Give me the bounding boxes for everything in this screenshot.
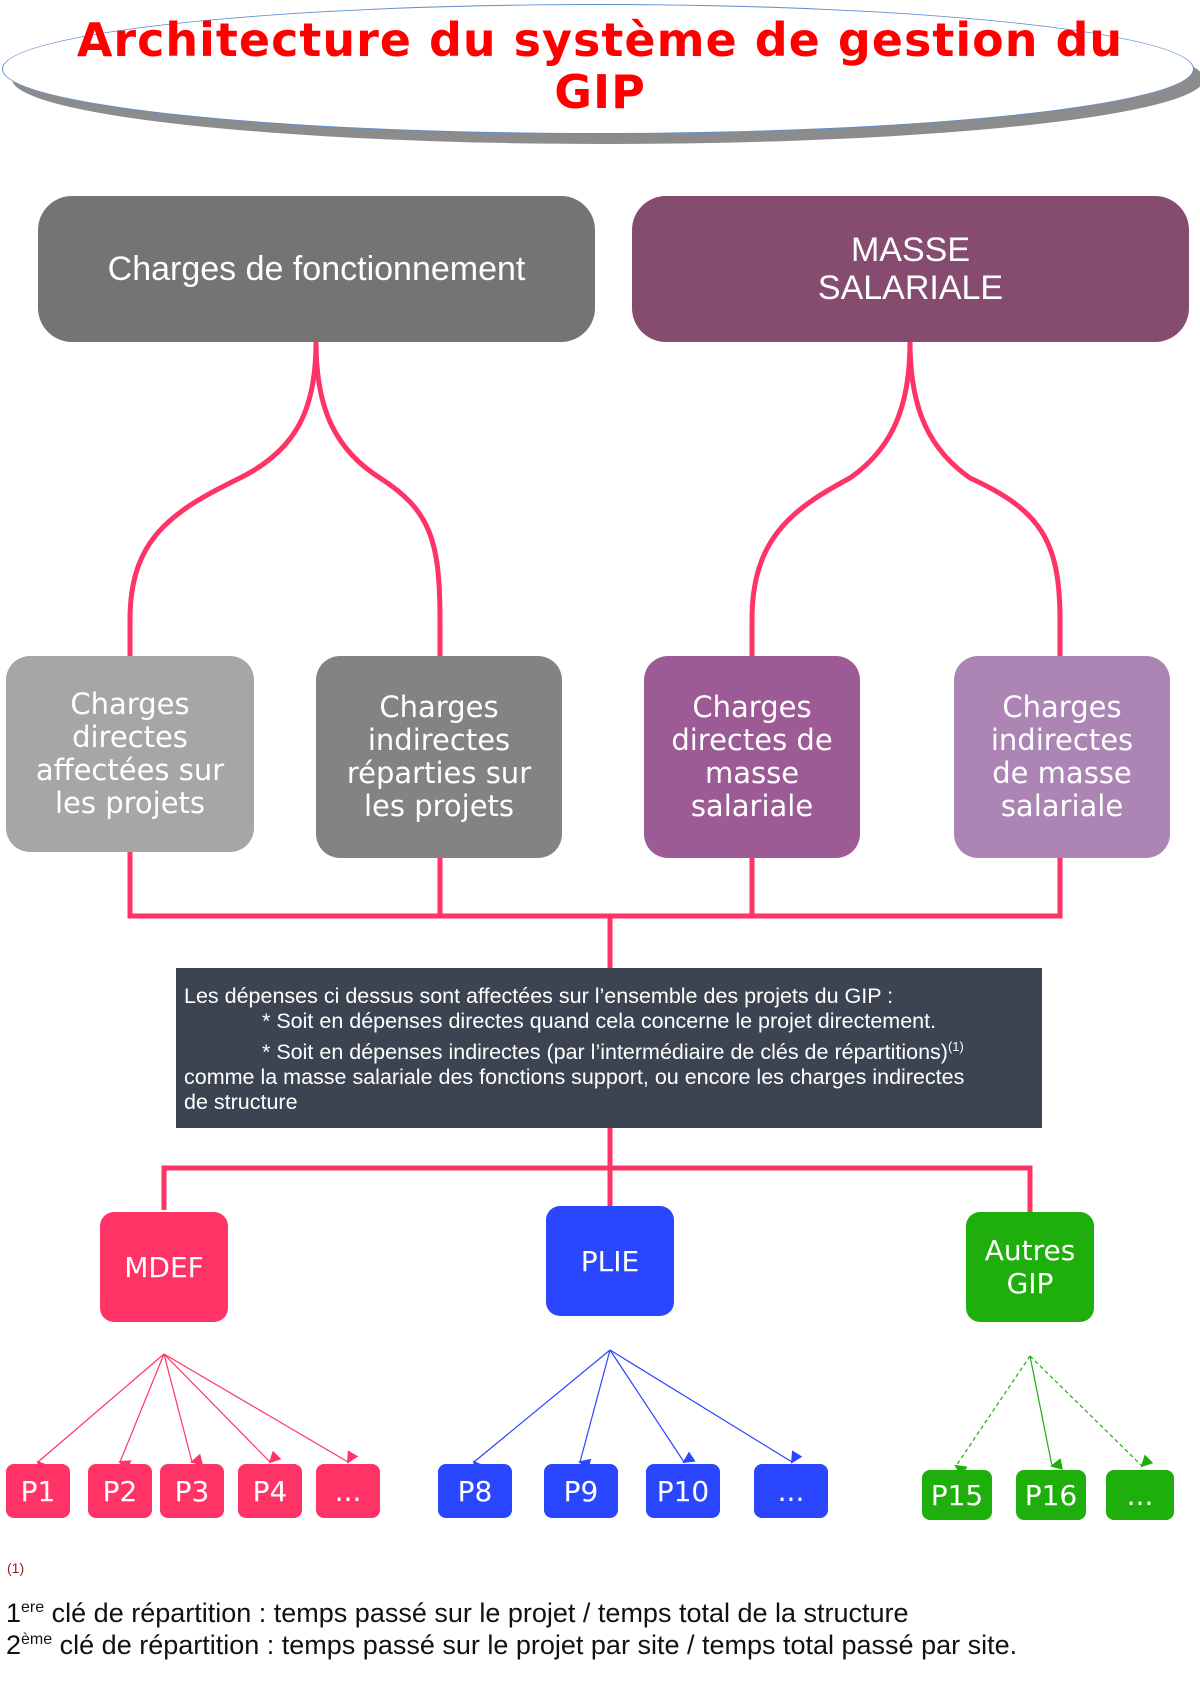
arrow-plie-p10	[609, 1349, 696, 1464]
title-ellipse	[2, 4, 1194, 134]
project-label: P4	[252, 1474, 288, 1508]
footnote-2-sup: ème	[21, 1631, 53, 1648]
project-label: ...	[1126, 1478, 1154, 1512]
footnote-1-num: 1	[6, 1598, 22, 1628]
info-line-3: * Soit en dépenses indirectes (par l’int…	[184, 1034, 1034, 1065]
info-line-1: Les dépenses ci dessus sont affectées su…	[184, 984, 894, 1008]
box-mdef: MDEF	[100, 1212, 228, 1322]
info-line-4: comme la masse salariale des fonctions s…	[184, 1065, 965, 1090]
project-label: P16	[1024, 1478, 1078, 1512]
info-line-3-text: * Soit en dépenses indirectes (par l’int…	[262, 1040, 948, 1065]
project-label: P9	[563, 1474, 599, 1508]
project-p2: P2	[88, 1464, 152, 1518]
project-label: P2	[102, 1474, 138, 1508]
box-charges-indirectes-masse: Charges indirectes de masse salariale	[954, 656, 1170, 858]
box-charges-indirectes-projets: Charges indirectes réparties sur les pro…	[316, 656, 562, 858]
project-mdef-more: ...	[316, 1464, 380, 1518]
info-line-2: * Soit en dépenses directes quand cela c…	[262, 1009, 937, 1033]
split-bus	[161, 1128, 1033, 1212]
box-label: Charges indirectes de masse salariale	[990, 690, 1134, 823]
info-line-3-sup: (1)	[947, 1039, 964, 1054]
footnote-2-text: clé de répartition : temps passé sur le …	[52, 1630, 1018, 1660]
box-charges-fonctionnement: Charges de fonctionnement	[38, 196, 595, 342]
footnote-line-2: 2ème clé de répartition : temps passé su…	[6, 1624, 1017, 1661]
project-label: P3	[174, 1474, 210, 1508]
arrow-mdef-p2	[118, 1353, 165, 1472]
branch-masse-left	[749, 341, 913, 656]
box-label: Charges directes affectées sur les proje…	[35, 687, 225, 820]
project-label: ...	[777, 1474, 805, 1508]
footnote-1-text: clé de répartition : temps passé sur le …	[44, 1598, 909, 1628]
arrow-mdef-p3	[163, 1353, 204, 1466]
info-line-5: de structure	[184, 1090, 298, 1115]
arrow-autres-p15	[954, 1355, 1031, 1477]
project-p15: P15	[922, 1470, 992, 1520]
box-label: MDEF	[124, 1250, 204, 1284]
branch-fonctionnement-right	[313, 341, 443, 656]
project-label: ...	[334, 1474, 362, 1508]
project-label: P10	[656, 1474, 710, 1508]
project-label: P1	[20, 1474, 56, 1508]
box-label: Autres GIP	[984, 1234, 1076, 1300]
arrow-plie-more	[609, 1349, 803, 1464]
arrow-mdef-p1	[36, 1353, 165, 1474]
project-autres-more: ...	[1106, 1470, 1174, 1520]
box-plie: PLIE	[546, 1206, 674, 1316]
merge-bus	[127, 848, 1063, 968]
project-p8: P8	[438, 1464, 512, 1518]
box-label: Charges directes de masse salariale	[671, 690, 833, 823]
footnote-line-1: 1ere clé de répartition : temps passé su…	[6, 1592, 909, 1629]
box-autres-gip: Autres GIP	[966, 1212, 1094, 1322]
title-banner: Architecture du système de gestion du GI…	[0, 0, 1200, 150]
box-label: PLIE	[580, 1244, 640, 1278]
arrow-plie-p8	[472, 1349, 611, 1474]
box-label: Charges indirectes réparties sur les pro…	[346, 690, 532, 823]
project-p3: P3	[160, 1464, 224, 1518]
footnote-marker: (1)	[7, 1560, 25, 1576]
box-charges-directes-masse: Charges directes de masse salariale	[644, 656, 860, 858]
box-charges-directes-projets: Charges directes affectées sur les proje…	[6, 656, 254, 852]
project-plie-more: ...	[754, 1464, 828, 1518]
project-p9: P9	[544, 1464, 618, 1518]
arrow-mdef-more	[163, 1353, 359, 1464]
arrow-mdef-p4	[163, 1353, 282, 1464]
arrow-autres-more	[1029, 1355, 1154, 1468]
project-p4: P4	[238, 1464, 302, 1518]
page-title: Architecture du système de gestion du GI…	[76, 13, 1124, 119]
box-masse-salariale: MASSE SALARIALE	[632, 196, 1189, 342]
project-label: P15	[930, 1478, 984, 1512]
footnote-2-num: 2	[6, 1630, 22, 1660]
box-label: MASSE SALARIALE	[817, 231, 1004, 307]
info-box: Les dépenses ci dessus sont affectées su…	[176, 968, 1042, 1128]
project-label: P8	[457, 1474, 493, 1508]
arrow-plie-p9	[578, 1349, 611, 1471]
box-label: Charges de fonctionnement	[107, 250, 526, 288]
footnote-1-sup: ere	[21, 1599, 45, 1616]
project-p16: P16	[1016, 1470, 1086, 1520]
branch-fonctionnement-left	[127, 341, 319, 656]
project-p10: P10	[646, 1464, 720, 1518]
branch-masse-right	[907, 341, 1063, 656]
arrow-autres-p16	[1029, 1355, 1063, 1470]
project-p1: P1	[6, 1464, 70, 1518]
